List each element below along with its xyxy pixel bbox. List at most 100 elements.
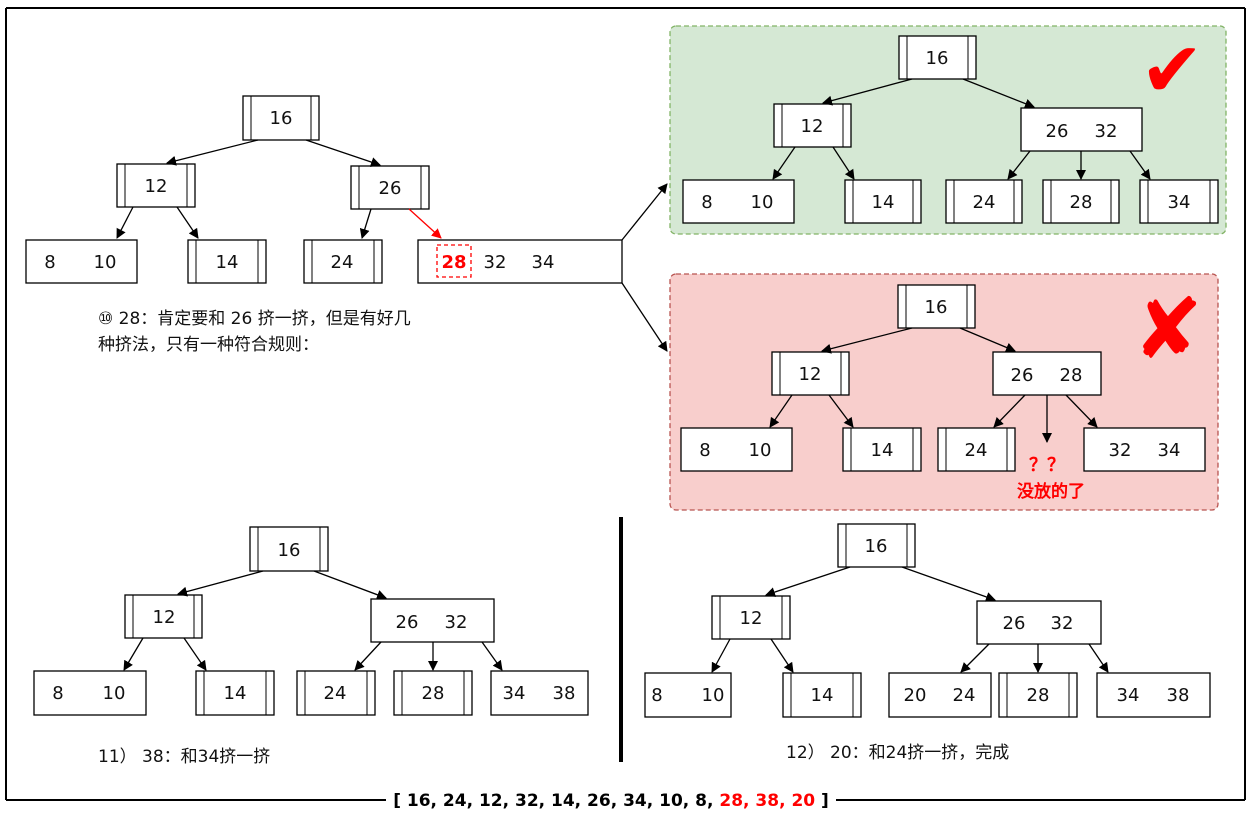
svg-text:14: 14 (872, 192, 895, 213)
svg-text:12: 12 (801, 116, 824, 137)
svg-text:26: 26 (1046, 121, 1069, 142)
tree-node-left: 12 (773, 103, 852, 148)
svg-text:28: 28 (1027, 685, 1050, 706)
caption-step-10-line1: ⑩ 28：肯定要和 26 挤一挤，但是有好几 (98, 309, 411, 329)
tree-node-left: 12 (711, 595, 791, 640)
svg-text:28: 28 (422, 683, 445, 704)
leaf-node-14: 14 (782, 672, 862, 718)
panel-step-12: 16 12 26 32 8 10 14 20 24 (644, 523, 1211, 763)
leaf-node-32-34: 32 34 (1083, 427, 1206, 472)
tree-node-right: 26 32 (370, 598, 495, 643)
tree-node-left: 12 (124, 594, 203, 639)
leaf-node-34-38: 34 38 (1096, 672, 1211, 718)
panel-step-10: 16 12 26 8 10 14 (25, 95, 668, 355)
leaf-node-14: 14 (195, 670, 275, 716)
svg-text:32: 32 (1109, 440, 1132, 461)
leaf-node-28: 28 (1042, 179, 1120, 224)
leaf-node-14: 14 (844, 179, 922, 224)
leaf-node-20-24: 20 24 (888, 672, 992, 718)
tree-edges (769, 327, 1098, 443)
svg-text:20: 20 (904, 685, 927, 706)
svg-text:8: 8 (52, 683, 63, 704)
svg-text:10: 10 (103, 683, 126, 704)
svg-text:16: 16 (925, 297, 948, 318)
leaf-node-24: 24 (945, 179, 1023, 224)
svg-text:8: 8 (699, 440, 710, 461)
svg-text:24: 24 (324, 683, 347, 704)
svg-text:32: 32 (1095, 121, 1118, 142)
orphan-note: 没放的了 (1017, 481, 1085, 502)
leaf-node-8-10: 8 10 (682, 179, 795, 224)
svg-text:34: 34 (503, 683, 526, 704)
svg-text:32: 32 (1051, 613, 1074, 634)
tree-node-right: 26 32 (976, 600, 1102, 645)
cross-mark-icon: ✘ (1133, 280, 1203, 378)
panel-wrong-option: ✘ 16 12 26 28 8 10 14 (669, 273, 1219, 511)
svg-text:24: 24 (331, 252, 354, 273)
caption-step-10-line2: 种挤法，只有一种符合规则： (98, 335, 319, 355)
leaf-node-28: 28 (393, 670, 473, 716)
arrow-to-wrong (621, 282, 668, 352)
svg-text:38: 38 (553, 683, 576, 704)
svg-text:28: 28 (441, 252, 466, 273)
svg-text:32: 32 (445, 612, 468, 633)
tree-node-right: 26 32 (1020, 107, 1143, 152)
sequence-open: [ (393, 791, 401, 811)
svg-text:8: 8 (651, 685, 662, 706)
leaf-node-8-10: 8 10 (33, 670, 147, 716)
svg-text:12: 12 (740, 608, 763, 629)
sequence-close: ] (815, 791, 829, 811)
leaf-node-8-10: 8 10 (680, 427, 793, 472)
leaf-node-8-10: 8 10 (644, 672, 732, 718)
caption-step-12: 12） 20：和24挤一挤，完成 (786, 743, 1009, 763)
leaf-node-28: 28 (998, 672, 1078, 718)
check-mark-icon: ✔ (1140, 25, 1204, 114)
tree-edges (711, 566, 1109, 673)
svg-text:24: 24 (973, 192, 996, 213)
leaf-node-14: 14 (187, 239, 267, 284)
leaf-node-34-38: 34 38 (490, 670, 589, 716)
leaf-node-34: 34 (1139, 179, 1219, 224)
tree-node-left: 12 (771, 351, 850, 396)
panel-correct-option: ✔ 16 12 26 32 8 10 14 (669, 25, 1227, 235)
leaf-node-24: 24 (296, 670, 376, 716)
panel-step-11: 16 12 26 32 8 10 14 24 (33, 526, 589, 767)
tree-node-root: 16 (249, 526, 329, 572)
svg-text:26: 26 (1011, 365, 1034, 386)
svg-text:34: 34 (532, 252, 555, 273)
tree-node-right: 26 (350, 165, 430, 210)
new-key-highlight (436, 244, 472, 278)
svg-text:26: 26 (379, 178, 402, 199)
svg-text:38: 38 (1167, 685, 1190, 706)
svg-text:16: 16 (278, 540, 301, 561)
svg-text:14: 14 (224, 683, 247, 704)
outer-frame (5, 7, 1246, 801)
leaf-node-8-10: 8 10 (25, 239, 138, 284)
tree-edges (772, 78, 1151, 180)
svg-text:24: 24 (953, 685, 976, 706)
svg-text:24: 24 (965, 440, 988, 461)
leaf-node-overflow: 28 32 34 (417, 239, 623, 284)
svg-text:26: 26 (396, 612, 419, 633)
svg-text:26: 26 (1003, 613, 1026, 634)
arrow-to-correct (621, 183, 668, 241)
svg-text:12: 12 (799, 364, 822, 385)
tree-node-left: 12 (116, 163, 196, 208)
svg-text:10: 10 (94, 252, 117, 273)
leaf-node-24: 24 (303, 239, 383, 284)
svg-text:16: 16 (270, 108, 293, 129)
svg-text:12: 12 (153, 607, 176, 628)
orphan-question-marks: ？？ (1029, 455, 1065, 476)
svg-text:12: 12 (145, 176, 168, 197)
svg-text:34: 34 (1158, 440, 1181, 461)
svg-text:34: 34 (1168, 192, 1191, 213)
tree-node-root: 16 (897, 284, 976, 329)
svg-text:8: 8 (701, 192, 712, 213)
tree-node-root: 16 (837, 523, 916, 568)
svg-text:34: 34 (1117, 685, 1140, 706)
svg-text:28: 28 (1060, 365, 1083, 386)
tree-node-root: 16 (242, 95, 320, 141)
svg-text:28: 28 (1070, 192, 1093, 213)
